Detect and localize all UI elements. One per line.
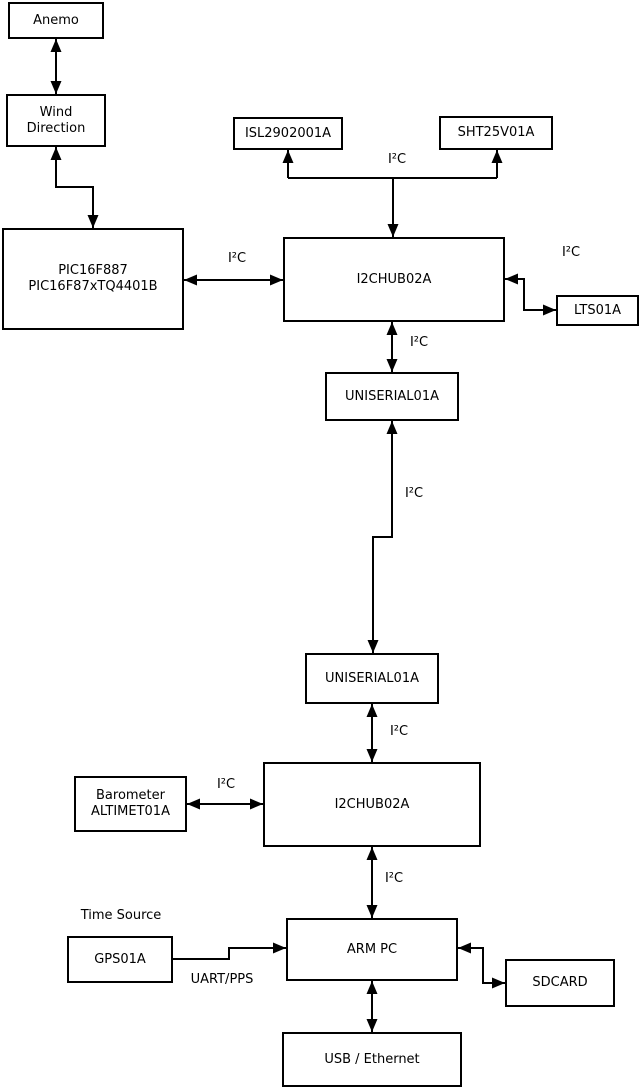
node-isl2902001a: ISL2902001A xyxy=(233,117,343,150)
label-i2c-uniserial-hub2: I²C xyxy=(389,724,409,739)
label-i2c-lts01a: I²C xyxy=(561,245,581,260)
node-label-i2chub02a-bottom: I2CHUB02A xyxy=(335,797,410,813)
node-sht25v01a: SHT25V01A xyxy=(439,116,553,150)
node-label-anemo: Anemo xyxy=(33,13,79,29)
node-label-usb-ethernet: USB / Ethernet xyxy=(324,1052,419,1068)
label-i2c-hub1-uniserial: I²C xyxy=(409,335,429,350)
label-time-source: Time Source xyxy=(80,908,162,923)
node-label-arm-pc: ARM PC xyxy=(347,942,397,958)
node-label-line: Wind xyxy=(39,104,73,120)
node-sdcard: SDCARD xyxy=(505,959,615,1007)
node-i2chub02a-bottom: I2CHUB02A xyxy=(263,762,481,847)
node-label-line: ISL2902001A xyxy=(244,125,332,141)
node-label-uniserial01a-lower: UNISERIAL01A xyxy=(325,671,419,687)
edge-uniserial1-uniserial2 xyxy=(367,421,398,653)
label-uart-pps: UART/PPS xyxy=(190,972,254,987)
node-label-line: LTS01A xyxy=(573,302,622,318)
label-i2c-long-link: I²C xyxy=(404,486,424,501)
node-label-line: I2CHUB02A xyxy=(356,271,432,287)
edge-hub1-lts01a xyxy=(505,273,556,316)
node-label-line: GPS01A xyxy=(94,951,146,967)
node-label-line: ALTIMET01A xyxy=(91,804,170,819)
node-label-line: UNISERIAL01A xyxy=(325,670,419,686)
node-label-line: USB / Ethernet xyxy=(324,1051,420,1067)
node-label-sht25v01a: SHT25V01A xyxy=(458,125,535,141)
node-label-lts01a: LTS01A xyxy=(574,303,621,319)
node-label-gps01a: GPS01A xyxy=(94,952,146,968)
node-i2chub02a-top: I2CHUB02A xyxy=(283,237,505,322)
node-label-line: Anemo xyxy=(33,12,79,28)
node-label-uniserial01a-upper: UNISERIAL01A xyxy=(345,389,439,405)
label-i2c-hub2-armpc: I²C xyxy=(384,871,404,886)
node-label-line: SDCARD xyxy=(532,975,588,990)
node-label-i2chub02a-top: I2CHUB02A xyxy=(357,272,432,288)
edge-gps-armpc xyxy=(173,942,286,960)
node-usb-ethernet: USB / Ethernet xyxy=(282,1032,462,1087)
node-label-line: Direction xyxy=(26,120,86,136)
node-label-line: PIC16F887 xyxy=(58,263,128,278)
node-anemo: Anemo xyxy=(8,2,104,39)
edge-armpc-sdcard xyxy=(458,942,505,989)
node-label-line: I2CHUB02A xyxy=(334,796,410,812)
label-i2c-barometer-hub2: I²C xyxy=(216,777,236,792)
node-label-isl2902001a: ISL2902001A xyxy=(245,126,331,142)
label-i2c-sensor-bus: I²C xyxy=(387,152,407,167)
node-label-sdcard: SDCARD xyxy=(532,975,587,991)
node-uniserial01a-lower: UNISERIAL01A xyxy=(305,653,439,704)
node-lts01a: LTS01A xyxy=(556,295,639,326)
node-label-line: ARM PC xyxy=(346,941,398,957)
node-label-line: PIC16F87xTQ4401B xyxy=(28,279,158,294)
node-arm-pc: ARM PC xyxy=(286,918,458,981)
label-i2c-pic-hub1: I²C xyxy=(227,251,247,266)
node-uniserial01a-upper: UNISERIAL01A xyxy=(325,372,459,421)
node-label-line: Barometer xyxy=(96,788,165,803)
node-label-line: SHT25V01A xyxy=(457,125,535,140)
node-label-line: UNISERIAL01A xyxy=(345,388,439,404)
edge-wind-pic xyxy=(50,147,99,228)
node-gps01a: GPS01A xyxy=(67,936,173,983)
